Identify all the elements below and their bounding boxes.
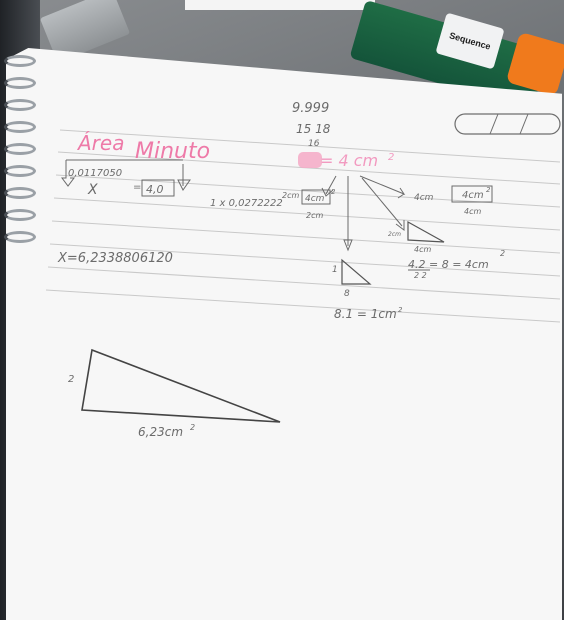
spiral-ring <box>4 99 36 111</box>
ruled-line <box>59 129 561 163</box>
x-value: X=6,2338806120 <box>57 251 173 266</box>
background-paper <box>185 0 375 10</box>
arrow-to-small-tri <box>361 177 405 231</box>
left-arrow-right <box>177 164 191 191</box>
big-tri-height: 2 <box>68 374 74 385</box>
mid-box <box>301 189 331 205</box>
right-box-sup: 2 <box>486 186 491 194</box>
spiral-ring <box>4 121 36 133</box>
arrow-to-right-box <box>359 175 406 199</box>
pink-superscript: 2 <box>388 152 394 163</box>
notebook-page <box>6 48 562 620</box>
ruled-line <box>47 266 561 300</box>
left-arrow <box>61 160 75 187</box>
small-tri-below: 4cm <box>414 245 431 254</box>
count-mid: 15 18 <box>296 122 331 136</box>
result-sup: 2 <box>398 306 403 314</box>
spiral-ring <box>4 165 36 177</box>
date-divider <box>519 113 529 135</box>
left-x: X <box>87 182 98 198</box>
title-area: Área <box>76 131 124 155</box>
spiral-ring <box>4 209 36 221</box>
mid-box-sup: 2 <box>331 188 336 196</box>
right-box-label: 4cm <box>414 193 434 203</box>
spiral-ring <box>4 143 36 155</box>
small-tri-left: 2cm <box>388 231 401 238</box>
small-triangle <box>407 220 445 243</box>
tiny-triangle <box>341 258 372 285</box>
left-box-value: 4,0 <box>146 183 164 196</box>
ruled-line <box>53 197 561 231</box>
date-divider <box>489 113 499 135</box>
mid-box-value: 4cm <box>305 194 325 204</box>
left-expression: 0,0117050 <box>68 168 122 179</box>
big-tri-base-sup: 2 <box>190 423 195 432</box>
pink-equation: = 4 cm <box>320 151 378 170</box>
fraction-denominator: 2 2 <box>414 271 427 280</box>
middle-expression: 1 x 0,0272222 <box>210 198 283 209</box>
ruled-line <box>45 289 561 323</box>
count-small: 16 <box>308 139 320 149</box>
right-box-value: 4cm <box>462 190 484 201</box>
big-tri-base: 6,23cm <box>138 425 183 439</box>
mid-below: 2cm <box>306 211 323 220</box>
count-top: 9.999 <box>292 101 329 116</box>
arrow-head <box>343 239 353 252</box>
pink-highlight <box>298 152 322 168</box>
right-below: 4cm <box>464 207 481 216</box>
ruled-line <box>49 243 561 277</box>
left-box <box>141 179 175 197</box>
tiny-tri-left: 1 <box>332 265 338 275</box>
left-box-eq: = <box>133 182 141 193</box>
mid-box-label: 2cm <box>282 191 299 200</box>
tiny-tri-below: 8 <box>344 289 350 299</box>
fraction-sup: 2 <box>500 249 505 258</box>
spiral-ring <box>4 231 36 243</box>
spiral-ring <box>4 187 36 199</box>
fraction-equation: 4.2 = 8 = 4cm <box>408 258 489 271</box>
date-box <box>454 113 561 135</box>
ruled-line <box>51 220 561 254</box>
arrow-to-mid-box <box>321 175 337 197</box>
big-triangle <box>81 348 281 423</box>
right-box <box>451 185 493 203</box>
result-equation: 8.1 = 1cm <box>334 307 397 321</box>
spiral-ring <box>4 55 36 67</box>
notebook-spiral <box>0 55 46 265</box>
spiral-ring <box>4 77 36 89</box>
